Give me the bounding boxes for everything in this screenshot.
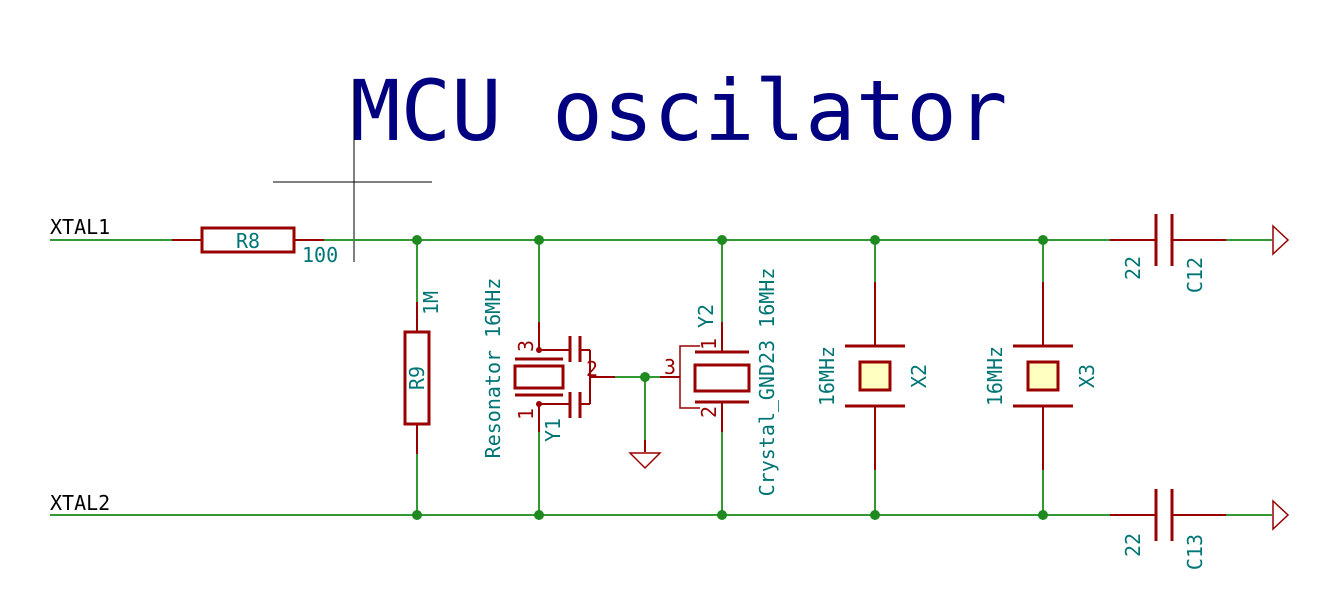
capacitor-c13[interactable]: 22 C13	[1110, 489, 1226, 570]
r8-ref: R8	[236, 229, 260, 253]
resistor-r8[interactable]: R8 100	[172, 226, 338, 267]
r8-value: 100	[302, 243, 338, 267]
y2-ref: Y2	[694, 304, 718, 328]
crystal-x2[interactable]: 16MHz X2	[815, 282, 931, 470]
x3-ref: X3	[1075, 364, 1099, 388]
x2-value: 16MHz	[815, 346, 839, 406]
y1-pin-2: 2	[586, 357, 598, 381]
c12-ref: C12	[1183, 257, 1207, 293]
cursor-crosshair	[273, 80, 432, 262]
net-label-xtal1: XTAL1	[50, 215, 110, 239]
c12-value: 22	[1121, 256, 1145, 280]
x3-value: 16MHz	[983, 346, 1007, 406]
crystal-x3[interactable]: 16MHz X3	[983, 282, 1099, 470]
y1-pin-3: 3	[514, 340, 538, 352]
net-label-xtal2: XTAL2	[50, 491, 110, 515]
r9-value: 1M	[419, 291, 443, 315]
output-port-arrow-icon	[1272, 224, 1290, 256]
y2-value: Crystal_GND23 16MHz	[755, 268, 779, 497]
ground-icon	[628, 440, 662, 470]
junctions	[412, 235, 1048, 520]
capacitor-c12[interactable]: 22 C12	[1110, 214, 1226, 293]
c13-ref: C13	[1183, 534, 1207, 570]
y1-ref: Y1	[541, 418, 565, 442]
resistor-r9[interactable]: R9 1M	[403, 291, 443, 454]
output-port-arrow-icon	[1272, 499, 1290, 531]
y2-pin-2: 2	[697, 406, 721, 418]
resonator-y1[interactable]: 3 1 2 Y1 Resonator 16MHz	[481, 278, 615, 459]
schematic-title: MCU oscilator	[350, 62, 1007, 160]
r9-ref: R9	[405, 366, 429, 390]
c13-value: 22	[1121, 533, 1145, 557]
crystal-y2[interactable]: 3 1 2 Y2 Crystal_GND23 16MHz	[660, 268, 779, 497]
y2-pin-3: 3	[664, 355, 676, 379]
y2-pin-1: 1	[697, 338, 721, 350]
y1-pin-1: 1	[514, 408, 538, 420]
y1-value: Resonator 16MHz	[481, 278, 505, 459]
wires	[50, 239, 1272, 516]
x2-ref: X2	[907, 364, 931, 388]
